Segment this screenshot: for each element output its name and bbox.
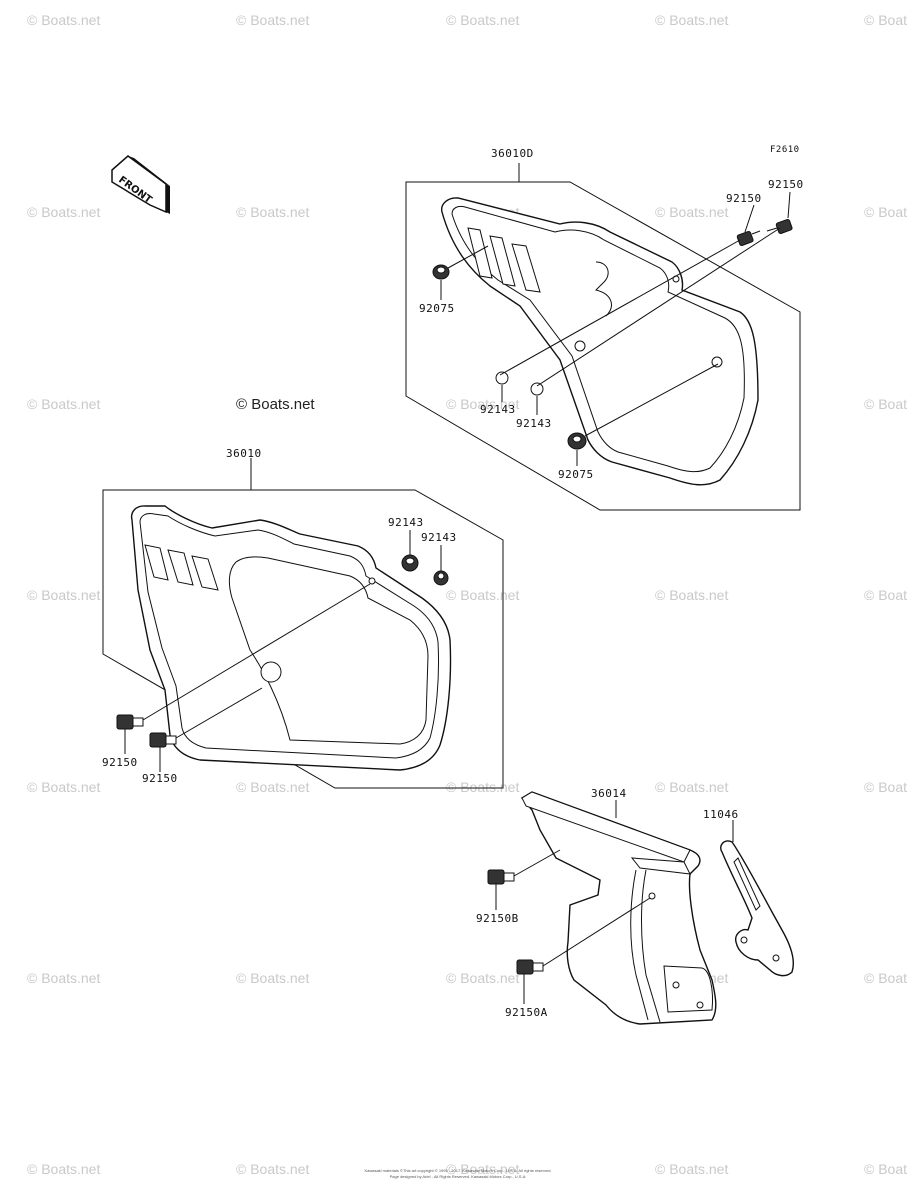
part-label-92143: 92143 <box>421 531 457 544</box>
part-label-92150B: 92150B <box>476 912 519 925</box>
grommet-hole <box>436 266 446 274</box>
watermark-grid: © Boats.net © Boats.net © Boats.net © Bo… <box>27 12 907 1177</box>
watermark: © Boats.net <box>446 12 519 28</box>
watermark: © Boats.net <box>236 204 309 220</box>
assembly-36010: 36010 92143 92143 92150 92150 <box>102 447 504 789</box>
part-label-92075: 92075 <box>558 468 594 481</box>
watermark: © Boats.net <box>27 12 100 28</box>
assembly-36014: 36014 11046 92150B 92150A <box>476 787 794 1025</box>
front-arrow-icon: FRONT <box>111 155 170 214</box>
watermark: © Boats.net <box>27 1161 100 1177</box>
part-label-36010D: 36010D <box>491 147 534 160</box>
watermark: © Boats.net <box>446 587 519 603</box>
bolt-icon <box>766 218 793 234</box>
grommet-hole <box>572 435 582 443</box>
part-label-92150: 92150 <box>768 178 804 191</box>
watermark: © Boats.net <box>236 970 309 986</box>
watermark: © Boats.net <box>655 12 728 28</box>
bolt-icon <box>487 869 515 885</box>
part-label-92150: 92150 <box>142 772 178 785</box>
watermark: © Boats.net <box>27 970 100 986</box>
watermark: © Boat <box>864 204 907 220</box>
watermark: © Boats.net <box>655 204 728 220</box>
bolt-icon <box>149 732 177 748</box>
watermark: © Boats.net <box>27 587 100 603</box>
part-label-92075: 92075 <box>419 302 455 315</box>
watermark: © Boats.net <box>446 970 519 986</box>
collar-hole <box>405 557 415 565</box>
assembly-36010D: 36010D <box>405 147 804 511</box>
bolt-icon <box>516 959 544 975</box>
watermark: © Boats.net <box>655 779 728 795</box>
part-label-92150A: 92150A <box>505 1006 548 1019</box>
watermark: © Boats.net <box>655 587 728 603</box>
watermark: © Boats.net <box>655 1161 728 1177</box>
watermark: © Boat <box>864 1161 907 1177</box>
part-label-92150: 92150 <box>102 756 138 769</box>
collar-icon <box>530 382 544 396</box>
part-label-92143: 92143 <box>388 516 424 529</box>
copyright-line-1: Kawasaki materials ©This art copyright ©… <box>364 1168 551 1173</box>
main-watermark: © Boats.net <box>236 396 315 413</box>
figure-code: F2610 <box>770 145 800 155</box>
watermark: © Boats.net <box>236 12 309 28</box>
part-label-92150: 92150 <box>726 192 762 205</box>
collar-icon <box>495 371 509 385</box>
watermark: © Boats.net <box>446 1161 519 1177</box>
watermark: © Boats.net <box>27 779 100 795</box>
watermark: © Boats.net <box>236 779 309 795</box>
part-label-36010: 36010 <box>226 447 262 460</box>
watermark: © Boats.net <box>446 396 519 412</box>
part-label-36014: 36014 <box>591 787 627 800</box>
collar-hole <box>437 572 445 580</box>
watermark: © Boat <box>864 396 907 412</box>
watermark: © Boats.net <box>27 396 100 412</box>
watermark: © Boat <box>864 587 907 603</box>
watermark: © Boat <box>864 12 907 28</box>
watermark: © Boat <box>864 779 907 795</box>
part-label-92143: 92143 <box>516 417 552 430</box>
watermark: © Boats.net <box>236 1161 309 1177</box>
watermark: © Boats.net <box>27 204 100 220</box>
part-label-11046: 11046 <box>703 808 739 821</box>
part-label-92143: 92143 <box>480 403 516 416</box>
copyright-line-2: Page designed by Ariel - All Rights Rese… <box>390 1174 527 1179</box>
watermark: © Boat <box>864 970 907 986</box>
bolt-icon <box>116 714 144 730</box>
watermark: © Boats.net <box>446 779 519 795</box>
